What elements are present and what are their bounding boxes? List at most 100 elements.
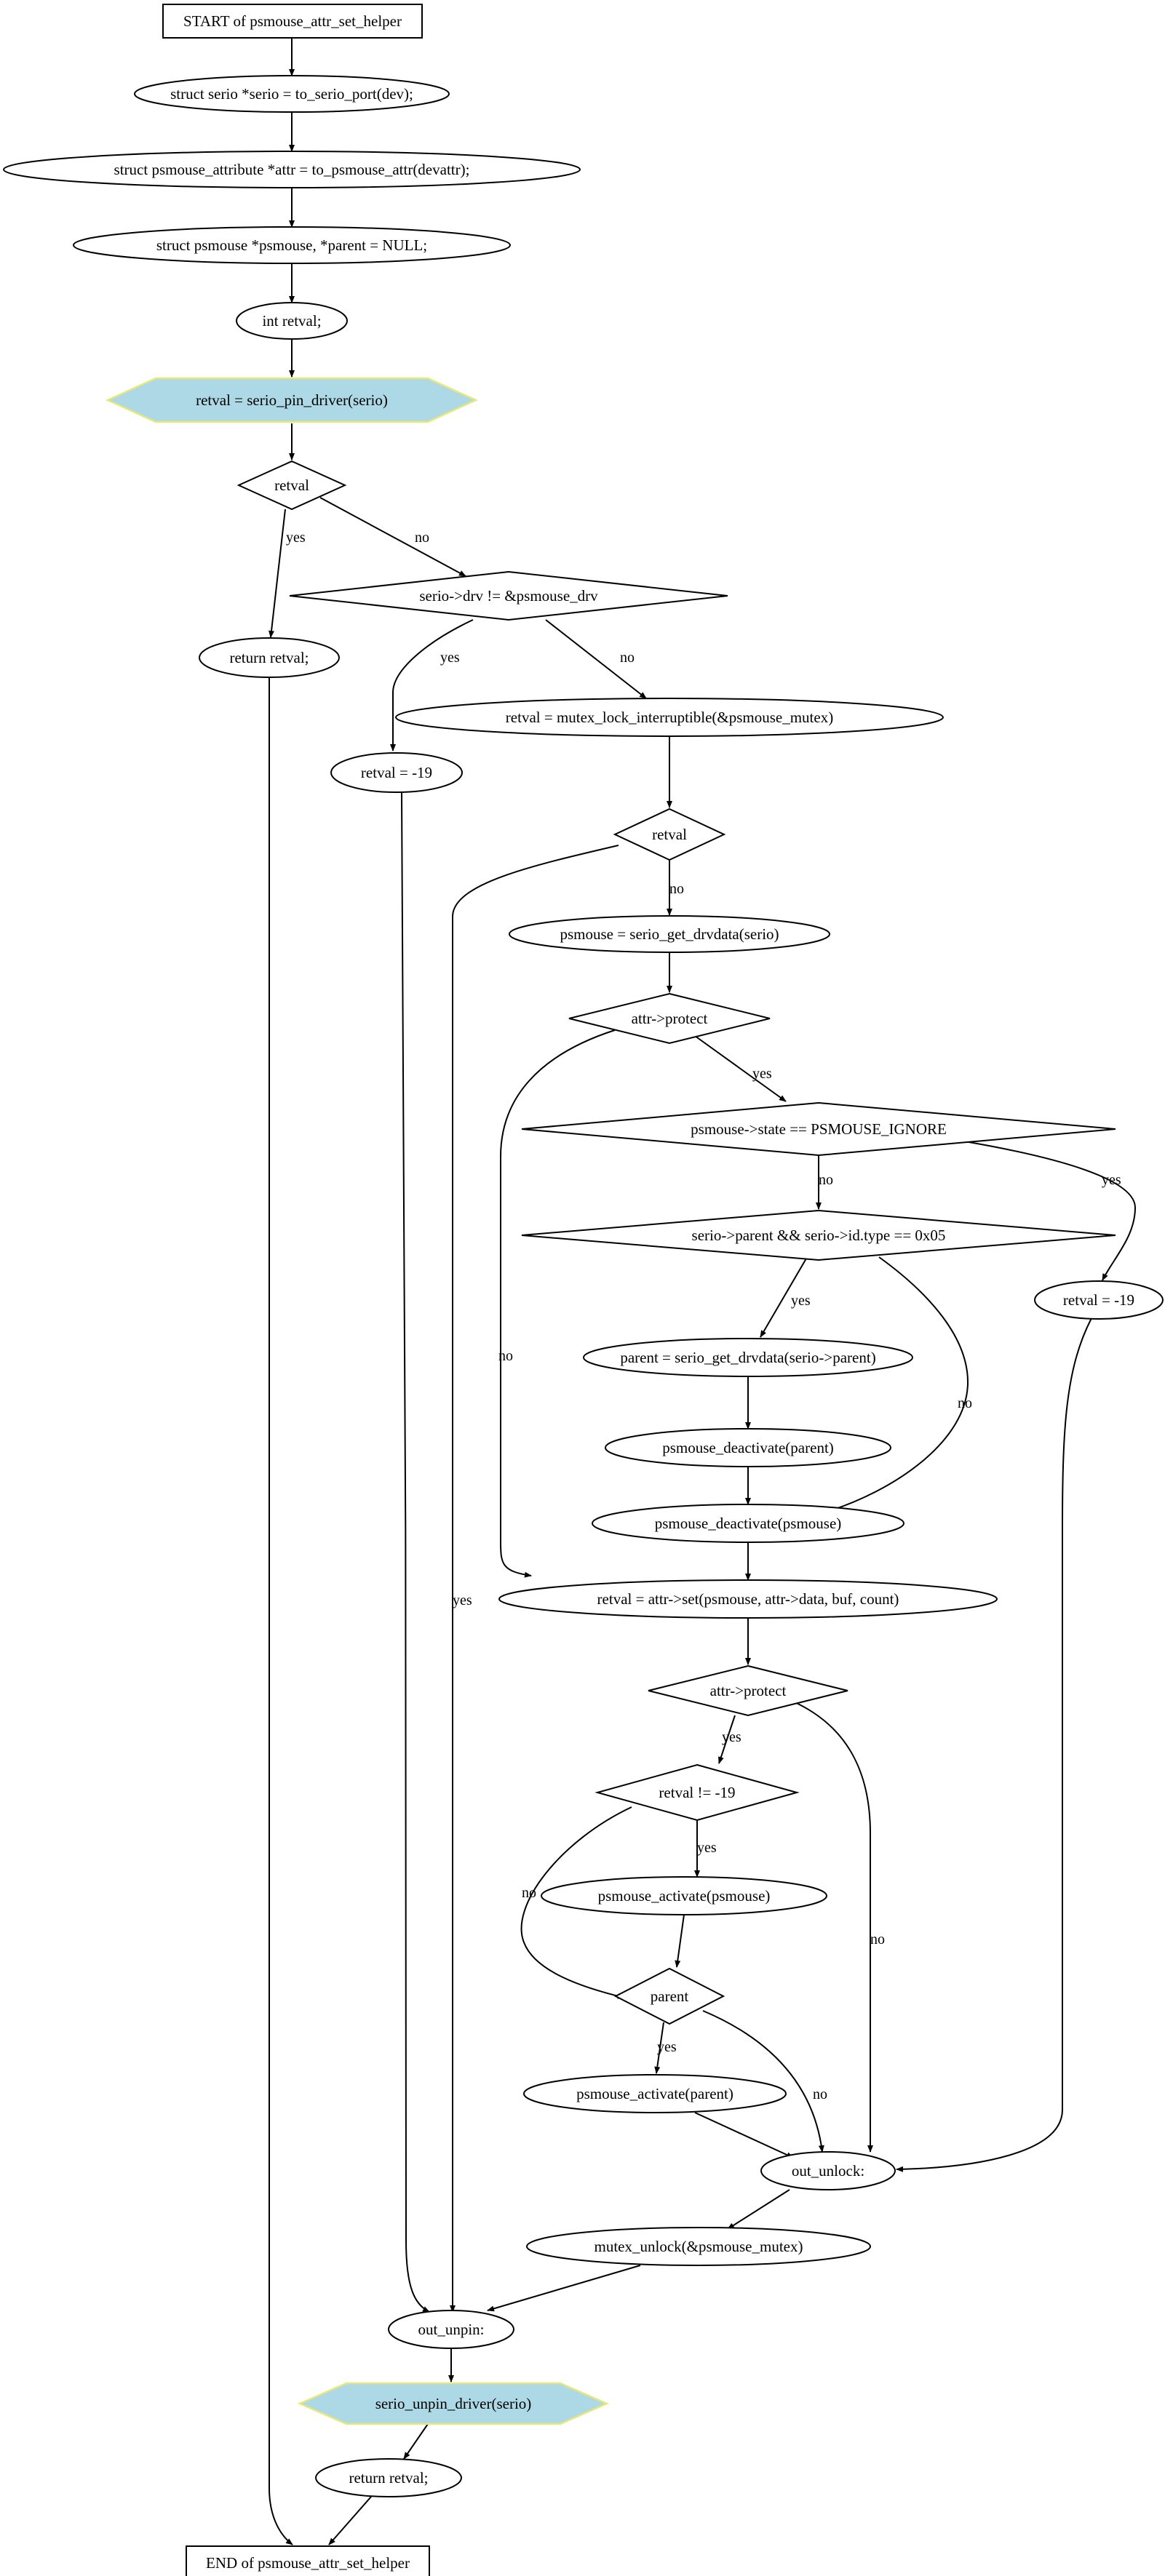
edge-protect2-outunlock [791,1700,873,2153]
state-decision-label: psmouse->state == PSMOUSE_IGNORE [691,1120,947,1138]
protect-decision-2: attr->protect [648,1664,848,1717]
edge-drv-retval19a [390,619,474,751]
psmouse-decl-label: struct psmouse *psmouse, *parent = NULL; [156,236,427,254]
parent-type-decision: serio->parent && serio->id.type == 0x05 [521,1209,1116,1261]
edge-label-parent-no: no [958,1395,972,1411]
attr-decl-node: struct psmouse_attribute *attr = to_psmo… [3,151,581,188]
drv-decision: serio->drv != &psmouse_drv [289,570,728,621]
edge-label-protect2-yes: yes [722,1729,741,1745]
retval-decision-1: retval [236,460,347,511]
end-node: END of psmouse_attr_set_helper [186,2545,430,2576]
edge-protect1-state [694,1035,787,1102]
parent-get-drvdata-node: parent = serio_get_drvdata(serio->parent… [583,1338,913,1377]
edge-label-retneq-yes: yes [697,1840,717,1856]
end-label: END of psmouse_attr_set_helper [206,2554,410,2572]
state-decision: psmouse->state == PSMOUSE_IGNORE [521,1101,1116,1157]
retval-decision-2: retval [613,808,726,861]
attr-decl-label: struct psmouse_attribute *attr = to_psmo… [114,161,470,178]
edge-actparent-outunlock [694,2112,794,2158]
drv-decision-label: serio->drv != &psmouse_drv [419,587,598,605]
deactivate-parent-label: psmouse_deactivate(parent) [662,1439,834,1456]
edge-label-parent2-yes: yes [657,2039,677,2055]
edge-label-state-yes: yes [1102,1172,1121,1188]
serio-decl-node: struct serio *serio = to_serio_port(dev)… [134,75,450,113]
edge-parent-deactpsmouse [822,1256,969,1515]
serio-unpin-driver-node: serio_unpin_driver(serio) [297,2382,610,2425]
edge-label-retval2-no: no [669,881,684,897]
mutex-unlock-node: mutex_unlock(&psmouse_mutex) [526,2227,871,2266]
edge-label-protect1-yes: yes [752,1066,772,1082]
retval-minus19-node-b: retval = -19 [1034,1280,1164,1320]
out-unpin-label: out_unpin: [418,2321,484,2338]
edge-parent2-outunlock [702,2010,824,2153]
edge-retneq-parent2 [520,1806,632,1999]
edge-label-parent-yes: yes [791,1293,811,1309]
start-node: START of psmouse_attr_set_helper [162,4,423,39]
out-unpin-node: out_unpin: [388,2310,514,2349]
edge-protect2-retneq [718,1715,736,1764]
edge-label-state-no: no [819,1172,833,1188]
serio-unpin-driver-label: serio_unpin_driver(serio) [375,2395,532,2412]
activate-parent-label: psmouse_activate(parent) [576,2085,733,2102]
mutex-unlock-label: mutex_unlock(&psmouse_mutex) [595,2238,803,2255]
retval-decision-1-label: retval [274,476,309,494]
edge-parent-parentget [760,1258,807,1338]
edge-unpin-return2 [403,2423,429,2460]
get-drvdata-node: psmouse = serio_get_drvdata(serio) [509,915,830,953]
edge-outunlock-mutexunlock [727,2189,790,2230]
start-label: START of psmouse_attr_set_helper [183,12,402,30]
deactivate-parent-node: psmouse_deactivate(parent) [605,1428,891,1467]
edge-retval1-return1 [269,509,286,638]
serio-pin-driver-node: retval = serio_pin_driver(serio) [105,377,479,423]
protect-decision-1-label: attr->protect [632,1010,708,1027]
get-drvdata-label: psmouse = serio_get_drvdata(serio) [560,925,779,943]
edge-return1-end [268,678,293,2545]
protect-decision-2-label: attr->protect [710,1682,787,1699]
edge-labels: yes no yes no no yes yes no no yes yes n… [286,530,1121,2102]
retval-minus19-label-a: retval = -19 [361,764,432,781]
mutex-lock-label: retval = mutex_lock_interruptible(&psmou… [506,709,833,726]
edge-retval19b-outunlock [896,1317,1092,2172]
edge-retval19a-outunpin [401,792,430,2313]
serio-decl-label: struct serio *serio = to_serio_port(dev)… [170,85,413,103]
protect-decision-1: attr->protect [568,992,771,1045]
parent-decision-label: parent [651,1987,689,2005]
return-retval-node-2: return retval; [315,2458,462,2497]
edge-label-protect1-no: no [498,1348,513,1364]
edge-label-drv-no: no [620,650,635,666]
retval-minus19-node-a: retval = -19 [330,752,463,793]
retval-decision-2-label: retval [652,826,687,843]
edge-protect1-set [500,1029,616,1578]
nodes: START of psmouse_attr_set_helper struct … [3,4,1164,2576]
edge-return2-end [328,2496,372,2545]
serio-pin-driver-label: retval = serio_pin_driver(serio) [196,391,388,409]
edge-retval1-drv [319,497,466,577]
out-unlock-label: out_unlock: [792,2162,864,2180]
edge-label-retval2-yes: yes [453,1592,472,1608]
attr-set-node: retval = attr->set(psmouse, attr->data, … [498,1579,998,1619]
edge-label-retneq-no: no [522,1885,536,1901]
edge-mutexunlock-outunpin [487,2265,641,2312]
deactivate-psmouse-label: psmouse_deactivate(psmouse) [655,1515,842,1532]
edge-parent2-actparent [654,2022,664,2074]
edge-state-retval19b [960,1140,1137,1281]
edge-label-protect2-no: no [870,1931,885,1947]
retval-neq-decision-label: retval != -19 [659,1784,735,1801]
edge-label-drv-yes: yes [440,650,460,666]
int-retval-label: int retval; [262,312,321,330]
edge-retval2-outunpin [450,845,619,2313]
return-retval-node-1: return retval; [199,637,340,678]
activate-psmouse-label: psmouse_activate(psmouse) [598,1887,771,1905]
edge-label-retval1-no: no [415,530,429,546]
psmouse-decl-node: struct psmouse *psmouse, *parent = NULL; [73,226,511,264]
attr-set-label: retval = attr->set(psmouse, attr->data, … [597,1590,899,1608]
parent-get-drvdata-label: parent = serio_get_drvdata(serio->parent… [620,1349,875,1366]
out-unlock-node: out_unlock: [760,2151,896,2190]
mutex-lock-node: retval = mutex_lock_interruptible(&psmou… [395,698,944,737]
parent-decision: parent [613,1967,725,2025]
activate-parent-node: psmouse_activate(parent) [523,2074,787,2113]
return-retval-label-1: return retval; [229,649,309,666]
edge-actpsmouse-parent2 [675,1914,685,1968]
deactivate-psmouse-node: psmouse_deactivate(psmouse) [592,1504,904,1543]
